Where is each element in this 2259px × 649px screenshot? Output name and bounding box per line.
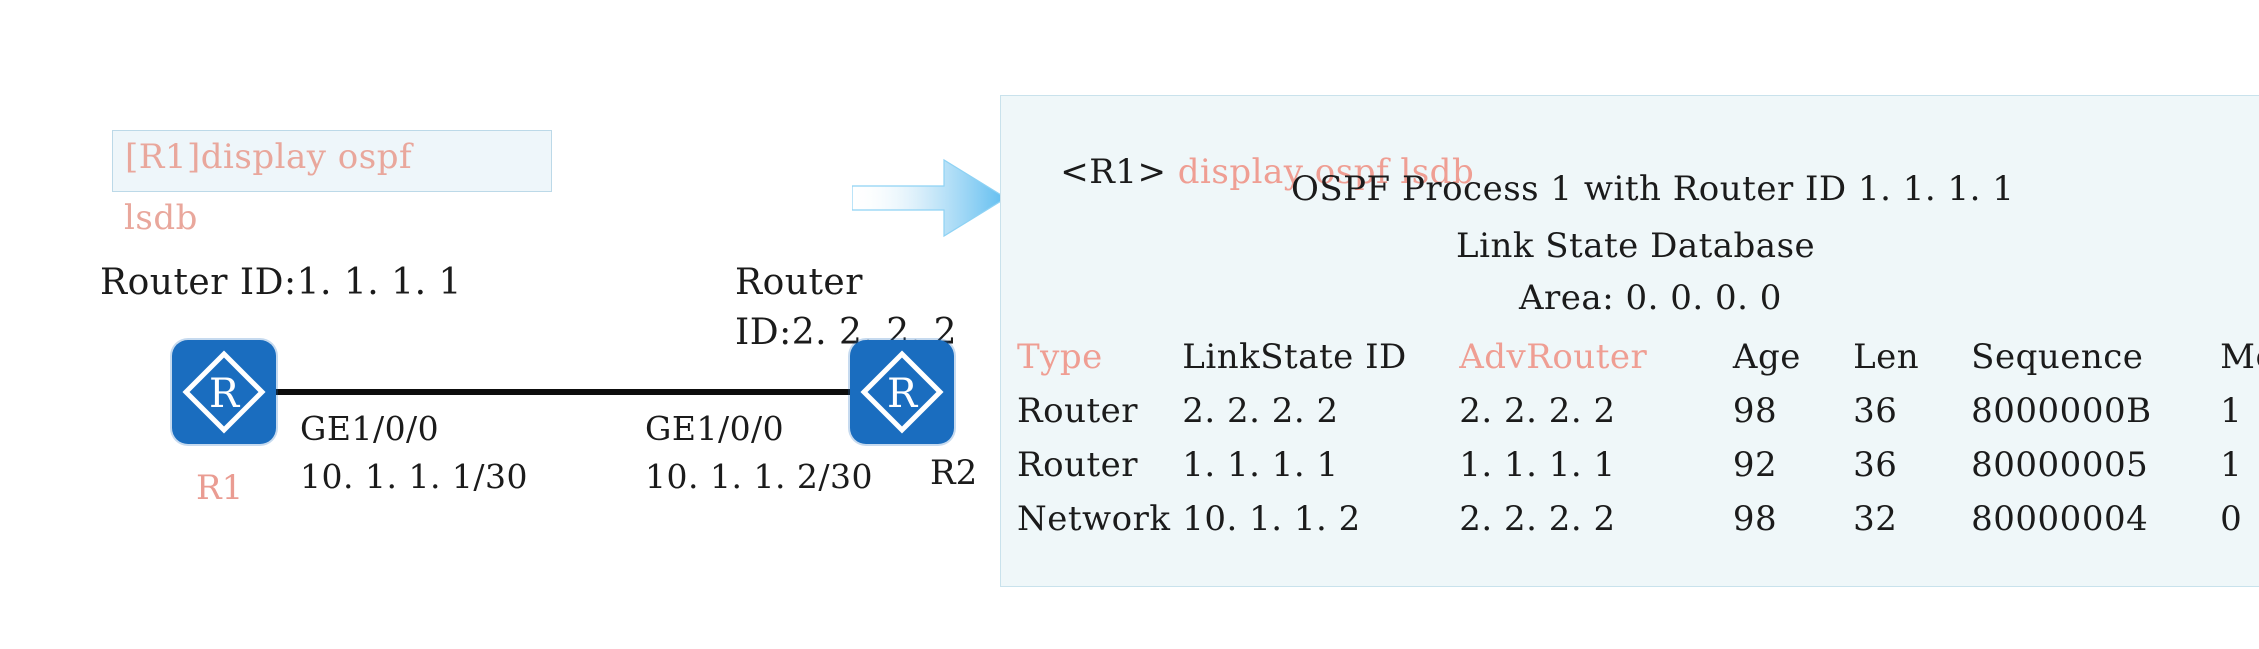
svg-text:R: R [209, 371, 241, 417]
column-header-len: Len [1853, 337, 1920, 377]
right-interface-ip: 10. 1. 1. 2/30 [645, 457, 874, 496]
left-interface-block: GE1/0/0 10. 1. 1. 1/30 [300, 405, 528, 501]
cell-len: 36 [1853, 445, 1898, 485]
left-interface-name: GE1/0/0 [300, 409, 440, 448]
cell-type: Router [1017, 445, 1139, 485]
lsdb-table: Type LinkState ID AdvRouter Age Len Sequ… [1009, 330, 2259, 546]
cell-sequence: 8000000B [1971, 391, 2152, 431]
right-interface-block: GE1/0/0 10. 1. 1. 2/30 [645, 405, 873, 501]
table-row: Router 1. 1. 1. 1 1. 1. 1. 1 92 36 80000… [1009, 438, 2259, 492]
cell-age: 92 [1732, 445, 1778, 485]
terminal-prompt-host: <R1> [1060, 152, 1167, 192]
lsdb-header: Link State Database [1456, 226, 1816, 266]
cell-linkstate-id: 10. 1. 1. 2 [1182, 499, 1361, 539]
right-arrow-icon [852, 158, 1007, 238]
cell-linkstate-id: 1. 1. 1. 1 [1182, 445, 1339, 485]
cell-type: Router [1017, 391, 1139, 431]
link-line [270, 389, 870, 395]
right-router-name: R2 [930, 453, 978, 493]
ospf-process-header: OSPF Process 1 with Router ID 1. 1. 1. 1 [1291, 169, 2015, 209]
command-text-line1: [R1]display ospf [125, 137, 413, 177]
topology-diagram: [R1]display ospf lsdb Router ID:1. 1. 1.… [0, 0, 1007, 649]
table-header-row: Type LinkState ID AdvRouter Age Len Sequ… [1009, 330, 2259, 384]
left-interface-ip: 10. 1. 1. 1/30 [300, 457, 529, 496]
column-header-age: Age [1732, 337, 1801, 377]
terminal-output-panel: <R1> display ospf lsdb OSPF Process 1 wi… [1000, 95, 2259, 587]
left-router-name: R1 [196, 468, 244, 508]
cell-type: Network [1017, 499, 1171, 539]
column-header-advrouter: AdvRouter [1459, 337, 1648, 377]
table-row: Router 2. 2. 2. 2 2. 2. 2. 2 98 36 80000… [1009, 384, 2259, 438]
router-icon[interactable]: R [172, 340, 276, 444]
column-header-metric: Metric [2220, 337, 2259, 377]
router-icon[interactable]: R [850, 340, 954, 444]
cell-len: 36 [1853, 391, 1898, 431]
cell-len: 32 [1853, 499, 1898, 539]
cell-age: 98 [1732, 499, 1778, 539]
command-input-box[interactable]: [R1]display ospf [112, 130, 552, 192]
cell-advrouter: 2. 2. 2. 2 [1459, 391, 1616, 431]
cell-advrouter: 2. 2. 2. 2 [1459, 499, 1616, 539]
cell-metric: 0 [2220, 499, 2243, 539]
cell-sequence: 80000004 [1971, 499, 2149, 539]
left-router-id-label: Router ID:1. 1. 1. 1 [100, 262, 462, 303]
cell-age: 98 [1732, 391, 1778, 431]
command-text-line2: lsdb [124, 198, 198, 238]
column-header-type: Type [1017, 337, 1103, 377]
cell-metric: 1 [2220, 445, 2243, 485]
cell-metric: 1 [2220, 391, 2243, 431]
terminal-prompt-line: <R1> display ospf lsdb [1015, 112, 1474, 232]
area-header: Area: 0. 0. 0. 0 [1519, 278, 1782, 318]
cell-sequence: 80000005 [1971, 445, 2149, 485]
cell-linkstate-id: 2. 2. 2. 2 [1182, 391, 1339, 431]
column-header-linkstate-id: LinkState ID [1182, 337, 1407, 377]
terminal-prompt-command: display ospf lsdb [1177, 152, 1475, 192]
right-interface-name: GE1/0/0 [645, 409, 785, 448]
cell-advrouter: 1. 1. 1. 1 [1459, 445, 1616, 485]
right-router-id-label-line1: Router [735, 262, 863, 303]
column-header-sequence: Sequence [1971, 337, 2144, 377]
svg-text:R: R [887, 371, 919, 417]
table-row: Network 10. 1. 1. 2 2. 2. 2. 2 98 32 800… [1009, 492, 2259, 546]
